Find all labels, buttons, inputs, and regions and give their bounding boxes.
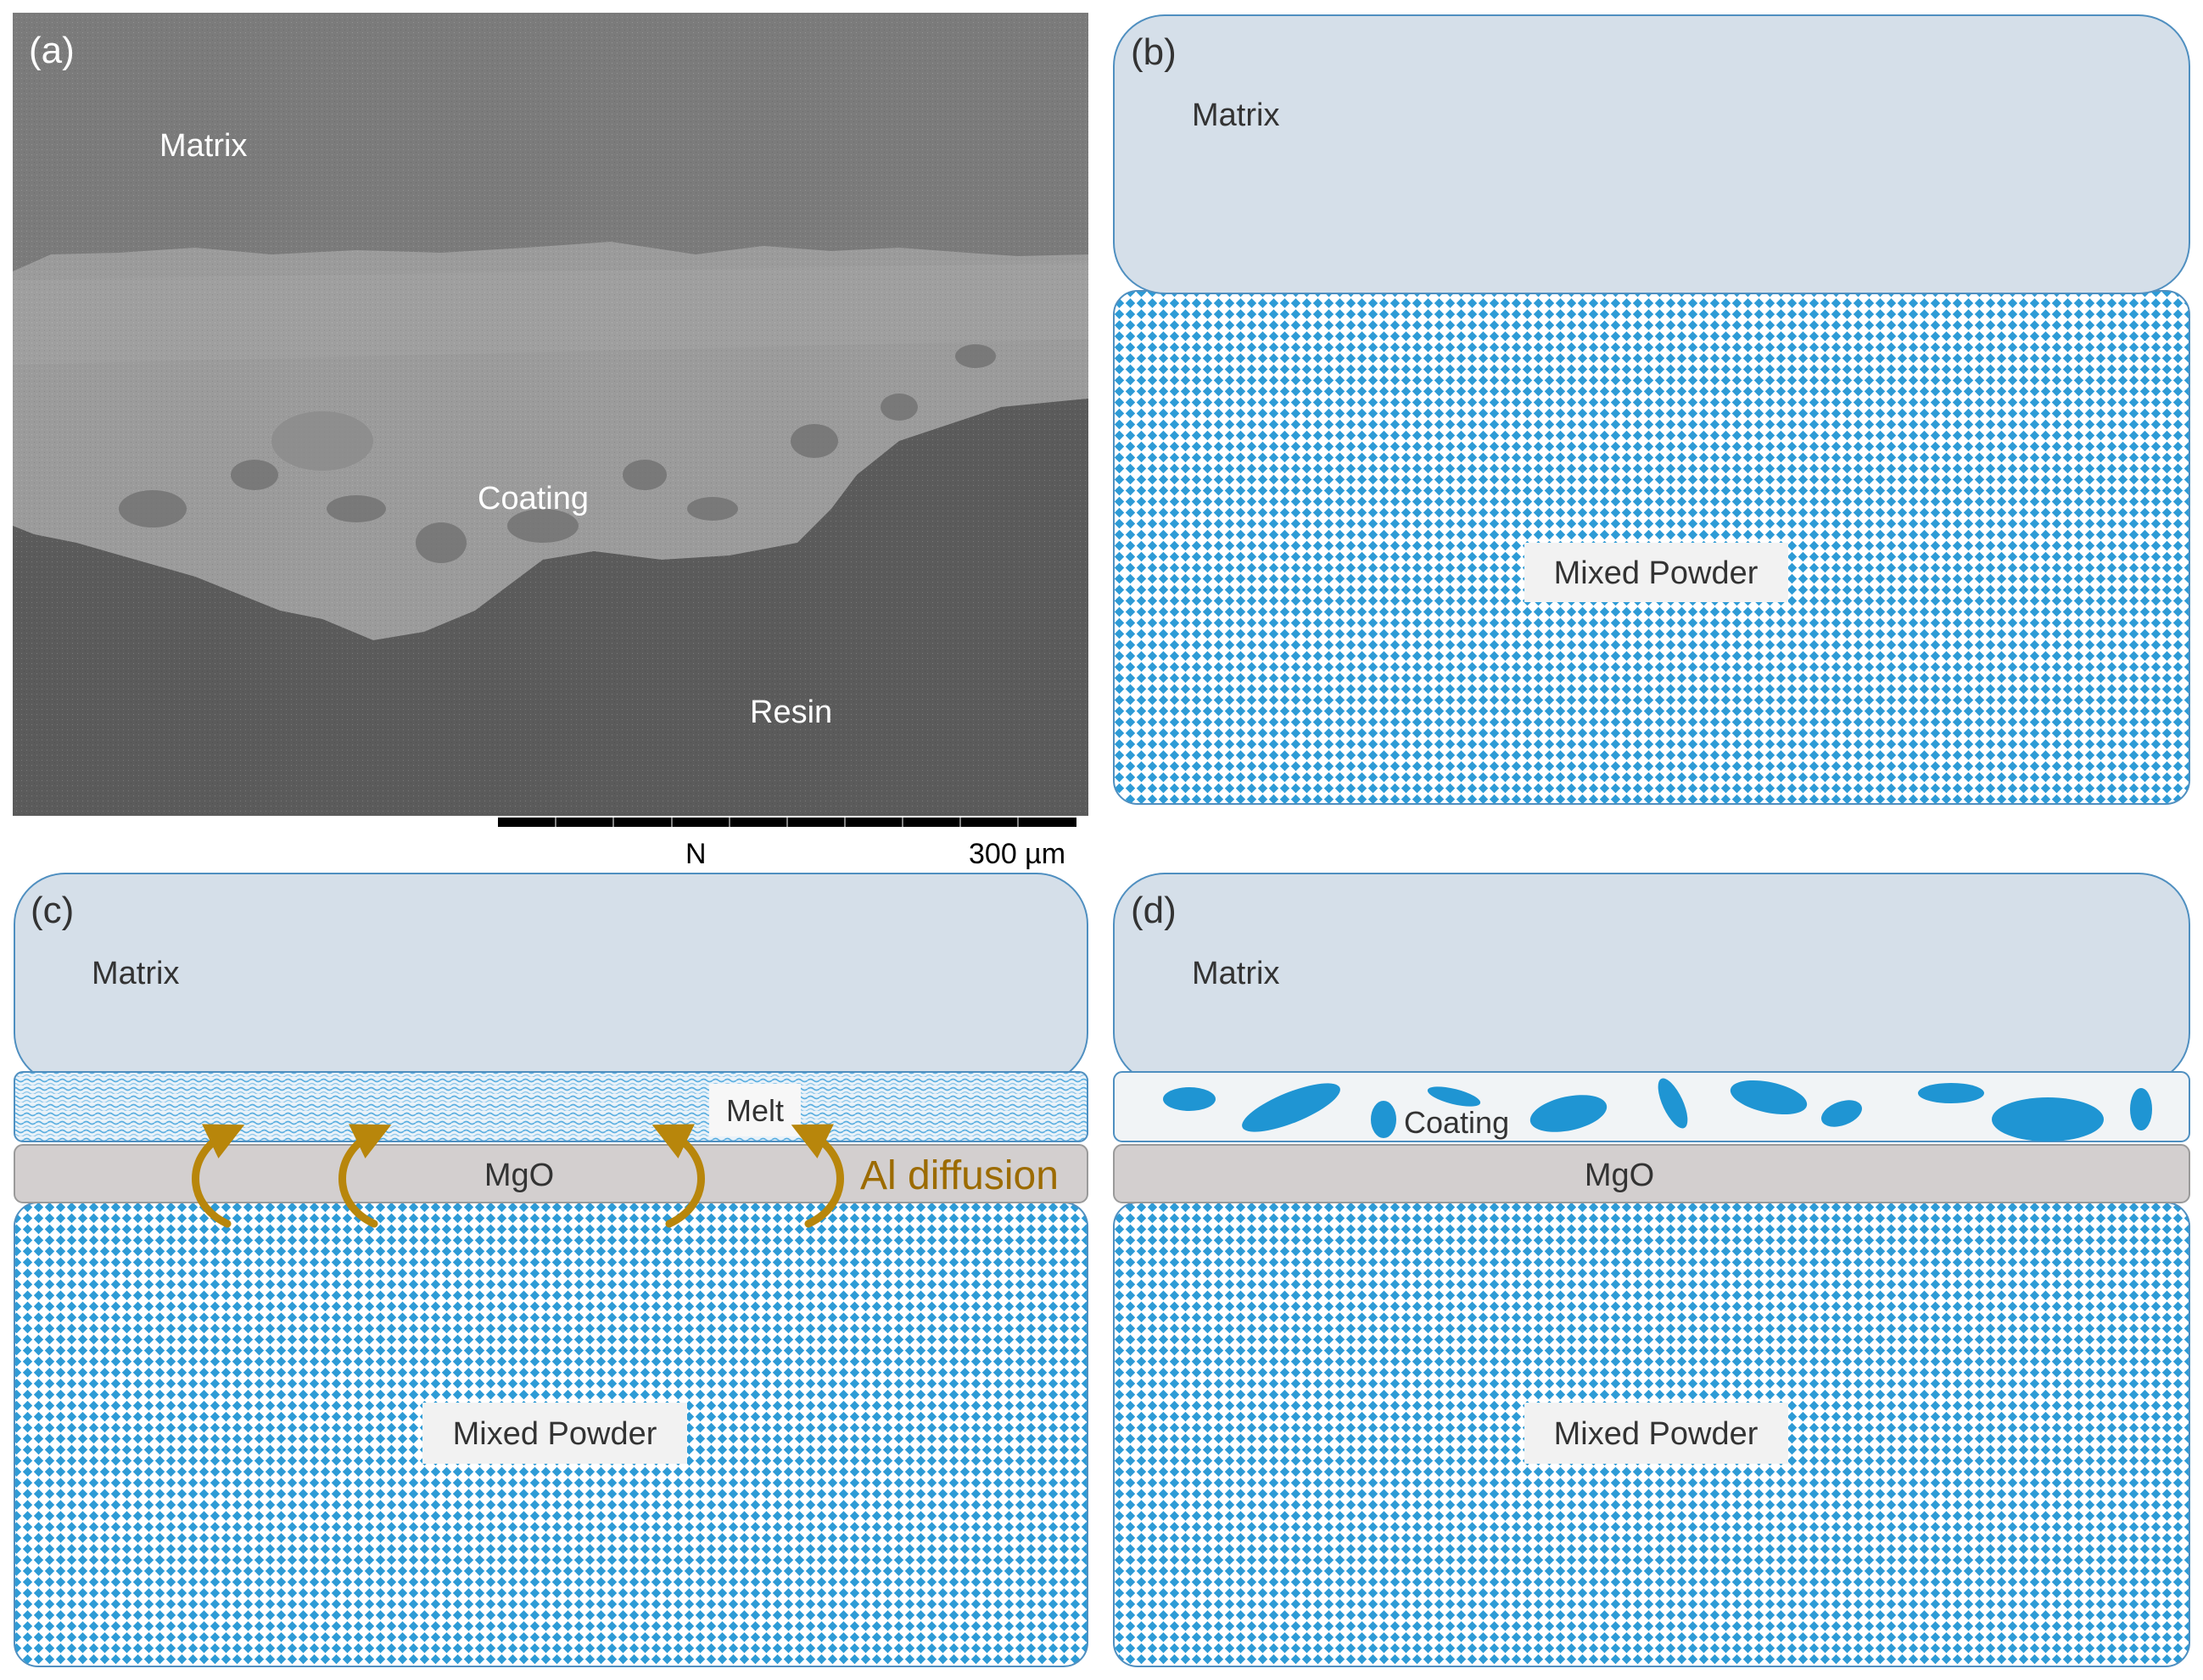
diffusion-arrows xyxy=(192,1124,844,1228)
panel-b-powder-label-bg xyxy=(1524,543,1788,602)
panel-b-matrix-label: Matrix xyxy=(1192,98,1279,133)
panel-d-matrix-label: Matrix xyxy=(1192,956,1279,991)
sem-dark-phases xyxy=(119,344,996,563)
panel-b-tag: (b) xyxy=(1131,31,1177,73)
panel-d-powder-label: Mixed Powder xyxy=(1554,1416,1758,1452)
panel-a-tag: (a) xyxy=(29,30,75,71)
panel-c-matrix-label: Matrix xyxy=(92,956,179,991)
particle xyxy=(1992,1097,2104,1141)
panel-d-mgo-layer xyxy=(1113,1144,2190,1203)
panel-c-melt xyxy=(14,1071,1088,1142)
panel-c-diffusion-label: Al diffusion xyxy=(860,1153,1059,1198)
panel-d-tag: (d) xyxy=(1131,890,1177,931)
coating-particles xyxy=(1163,1078,2152,1141)
panel-c-mgo-label: MgO xyxy=(484,1158,554,1193)
scale-bar-n: N xyxy=(685,838,707,870)
panel-d-coating-label: Coating xyxy=(1404,1105,1509,1140)
sem-coating-label: Coating xyxy=(478,481,589,516)
panel-b-powder-label: Mixed Powder xyxy=(1554,555,1758,591)
particle xyxy=(1242,1083,1340,1132)
particle xyxy=(1730,1080,1808,1115)
particle xyxy=(2130,1088,2152,1130)
diffusion-arrow-2 xyxy=(338,1124,392,1228)
panel-d-mgo-label: MgO xyxy=(1585,1158,1654,1193)
panel-d: (d) Matrix Coating MgO Mixed Powder xyxy=(1113,873,2190,1667)
particle xyxy=(1529,1095,1608,1132)
scale-bar-value: 300 µm xyxy=(969,838,1065,870)
particle xyxy=(1658,1078,1688,1129)
panel-c-tag: (c) xyxy=(31,890,74,931)
panel-c-melt-label: Melt xyxy=(726,1093,784,1128)
panel-c-powder-label: Mixed Powder xyxy=(453,1416,657,1452)
panel-b-matrix xyxy=(1113,14,2190,294)
diffusion-arrow-4 xyxy=(791,1124,844,1228)
particle xyxy=(1821,1100,1862,1127)
panel-a: (a) Matrix Coating Resin N 300 µm xyxy=(13,13,1088,870)
scale-bar xyxy=(498,816,1076,827)
sem-matrix-label: Matrix xyxy=(159,128,247,164)
particle xyxy=(1427,1086,1481,1107)
panel-c-powder-label-bg xyxy=(422,1403,687,1464)
sem-resin-label: Resin xyxy=(750,695,832,730)
panel-c-mgo-layer xyxy=(14,1144,1088,1203)
particle xyxy=(1163,1087,1216,1111)
panel-b: (b) Matrix Mixed Powder xyxy=(1113,14,2190,805)
panel-c: (c) Matrix Melt MgO Al diffusion Mixed P… xyxy=(14,873,1088,1667)
particle xyxy=(1918,1083,1984,1103)
diffusion-arrow-1 xyxy=(192,1124,245,1228)
panel-d-powder-label-bg xyxy=(1524,1403,1788,1464)
panel-c-melt-label-bg xyxy=(709,1084,801,1136)
particle xyxy=(1371,1101,1396,1138)
diffusion-arrow-3 xyxy=(651,1124,705,1228)
